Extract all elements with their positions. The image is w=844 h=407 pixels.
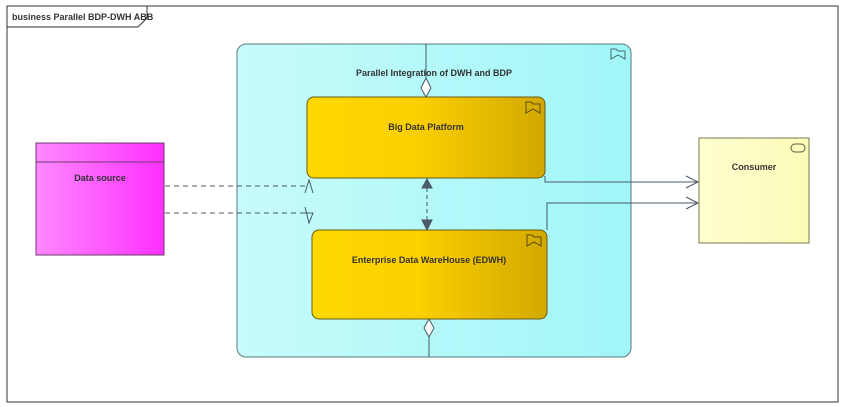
node-data-source[interactable]: Data source xyxy=(35,142,165,256)
container-label: Parallel Integration of DWH and BDP xyxy=(356,68,512,78)
arrowhead-consumer-top xyxy=(685,175,700,189)
big-data-platform-label: Big Data Platform xyxy=(388,122,464,132)
open-arrowhead-bdp xyxy=(304,178,314,194)
archimate-grouping-icon xyxy=(526,234,542,247)
frame-title: business Parallel BDP-DWH ABB xyxy=(12,12,154,22)
node-edwh[interactable]: Enterprise Data WareHouse (EDWH) xyxy=(311,229,548,320)
edwh-label: Enterprise Data WareHouse (EDWH) xyxy=(352,255,506,265)
node-consumer[interactable]: Consumer xyxy=(698,137,810,244)
arrowhead-consumer-bottom xyxy=(685,196,700,210)
arrowhead-down xyxy=(421,219,433,232)
aggregation-diamond-bottom xyxy=(423,317,435,339)
node-big-data-platform[interactable]: Big Data Platform xyxy=(306,96,546,179)
connectors xyxy=(165,44,700,357)
component-icon xyxy=(790,143,806,153)
serving-line-edwh-consumer xyxy=(546,202,698,230)
arrowhead-up xyxy=(421,177,433,189)
frame-title-tab xyxy=(6,5,148,28)
data-source-label: Data source xyxy=(74,173,126,183)
open-arrowhead-edwh xyxy=(304,206,314,225)
serving-line-bdp-consumer xyxy=(544,176,698,183)
consumer-label: Consumer xyxy=(732,162,777,172)
archimate-grouping-icon xyxy=(525,101,541,114)
archimate-grouping-icon xyxy=(610,48,626,60)
